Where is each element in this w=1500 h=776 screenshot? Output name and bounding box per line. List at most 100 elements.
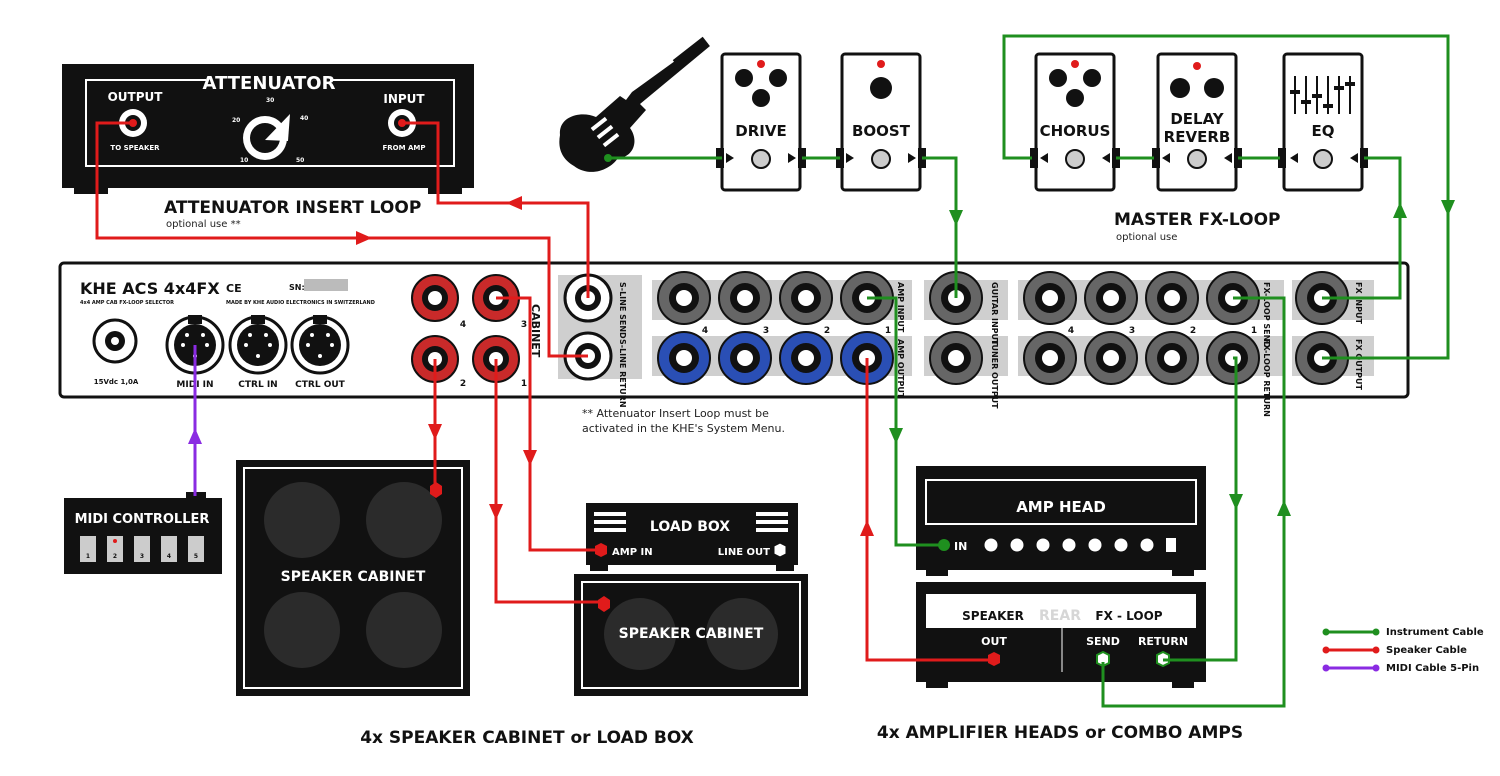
fx-input-label: FX INPUT [1354,282,1363,324]
cabinet-num-2: 2 [460,379,466,389]
fx-loop-return-label: FX-LOOP RETURN [1262,339,1271,417]
unit-made-by: MADE BY KHE AUDIO ELECTRONICS IN SWITZER… [226,300,375,306]
fx-num-1: 1 [1251,326,1257,336]
cabinet-num-4: 4 [460,320,466,330]
master-loop-note: optional use [1116,232,1177,243]
s-line-return-label: S-LINE RETURN [618,339,627,408]
load-box-amp-in-label: AMP IN [612,547,653,558]
amp-knob-1[interactable] [983,537,999,553]
amp-output-jack-3[interactable] [718,331,772,385]
instrument-cables [608,34,1450,708]
power-label: 15Vdc 1,0A [94,378,139,386]
pedal-chorus-switch[interactable] [1065,149,1085,169]
pedal-boost-switch[interactable] [871,149,891,169]
svg-text:1: 1 [86,553,90,560]
knob-scale-10: 10 [240,157,248,164]
amp-knob-7[interactable] [1139,537,1155,553]
guitar-icon [559,36,710,172]
tuner-output-jack[interactable] [929,331,983,385]
amp-rear-return-label: RETURN [1138,635,1188,648]
attenuator-output-sub: TO SPEAKER [110,144,160,152]
amp-head-title: AMP HEAD [1016,498,1106,516]
cabinet-label: CABINET [529,304,542,358]
amp-rear-speaker-label: SPEAKER [962,609,1024,623]
pedal-chorus-label: CHORUS [1040,122,1111,140]
knob-scale-30: 30 [266,97,274,104]
speaker-cables [95,121,994,662]
speaker-cabinet-small: SPEAKER CABINET [574,574,808,696]
amp-num-2: 2 [824,326,830,336]
fx-return-jack-4[interactable] [1023,331,1077,385]
midi-controller-title: MIDI CONTROLLER [75,512,210,527]
ctrl-in-port[interactable] [228,315,288,375]
fx-send-jack-3[interactable] [1084,271,1138,325]
amp-output-jack-2[interactable] [779,331,833,385]
amp-input-jack-2[interactable] [779,271,833,325]
guitar-input-label: GUITAR INPUT [990,282,999,346]
amp-output-label: AMP OUTPUT [896,339,905,399]
fx-return-jack-2[interactable] [1145,331,1199,385]
pedal-delay-switch[interactable] [1187,149,1207,169]
cab-caption: 4x SPEAKER CABINET or LOAD BOX [360,728,694,748]
knob-scale-20: 20 [232,117,240,124]
pedal-drive-switch[interactable] [751,149,771,169]
legend-midi: MIDI Cable 5-Pin [1386,663,1479,674]
s-line-send-label: S-LINE SEND [618,282,627,339]
cabinet-jack-4[interactable] [411,274,459,322]
attenuator: ATTENUATOR OUTPUT TO SPEAKER INPUT FROM … [62,64,474,194]
amp-power-switch[interactable] [1166,538,1176,552]
amp-rear-panel: SPEAKER REAR FX - LOOP OUT SEND RETURN [916,582,1206,688]
amp-knob-4[interactable] [1061,537,1077,553]
amp-num-4: 4 [702,326,708,336]
amp-num-1: 1 [885,326,891,336]
amp-rear-label: REAR [1039,608,1081,624]
amp-knob-6[interactable] [1113,537,1129,553]
load-box: LOAD BOX AMP IN LINE OUT [586,503,798,571]
amp-input-jack-3[interactable] [718,271,772,325]
legend-speaker: Speaker Cable [1386,645,1467,656]
fx-send-jack-4[interactable] [1023,271,1077,325]
footnote-line-2: activated in the KHE's System Menu. [582,422,785,435]
midi-button-2[interactable]: 2 [107,536,123,562]
midi-button-5[interactable]: 5 [188,536,204,562]
fx-num-4: 4 [1068,326,1074,336]
insert-loop-title: ATTENUATOR INSERT LOOP [164,198,421,218]
midi-button-3[interactable]: 3 [134,536,150,562]
pedal-eq-switch[interactable] [1313,149,1333,169]
amp-rear-out-label: OUT [981,635,1007,648]
fx-return-jack-3[interactable] [1084,331,1138,385]
khe-unit: KHE ACS 4x4FX 4x4 AMP CAB FX-LOOP SELECT… [58,261,1410,417]
fx-loop-send-label: FX-LOOP SEND [1262,282,1271,348]
amp-knob-5[interactable] [1087,537,1103,553]
midi-controller: MIDI CONTROLLER 1 2 3 4 5 [64,492,222,574]
amp-knob-2[interactable] [1009,537,1025,553]
pedal-drive-label: DRIVE [735,122,786,140]
amp-knob-3[interactable] [1035,537,1051,553]
svg-text:2: 2 [113,553,117,560]
load-box-title: LOAD BOX [650,519,730,535]
footnote-line-1: ** Attenuator Insert Loop must be [582,407,769,420]
pedal-eq: EQ [1278,52,1368,192]
ctrl-out-port[interactable] [290,315,350,375]
fx-send-jack-2[interactable] [1145,271,1199,325]
amp-input-jack-4[interactable] [657,271,711,325]
load-box-line-out-jack[interactable] [773,542,787,558]
load-box-line-out-label: LINE OUT [718,547,770,558]
speaker-cabinet-small-jack[interactable] [598,596,610,612]
legend: Instrument Cable Speaker Cable MIDI Cabl… [1322,627,1484,674]
amp-caption: 4x AMPLIFIER HEADS or COMBO AMPS [877,723,1243,743]
midi-button-1[interactable]: 1 [80,536,96,562]
pedal-chorus: CHORUS [1030,52,1120,192]
speaker-cabinet-small-label: SPEAKER CABINET [619,626,764,642]
attenuator-title: ATTENUATOR [203,73,336,94]
fx-num-3: 3 [1129,326,1135,336]
unit-certs: CE [226,282,242,295]
fx-num-2: 2 [1190,326,1196,336]
pedal-eq-label: EQ [1312,122,1335,140]
midi-button-4[interactable]: 4 [161,536,177,562]
attenuator-output-label: OUTPUT [108,90,164,104]
attenuator-knob[interactable] [243,114,290,160]
tuner-output-label: TUNER OUTPUT [990,339,999,409]
svg-text:3: 3 [140,553,144,560]
amp-output-jack-4[interactable] [657,331,711,385]
